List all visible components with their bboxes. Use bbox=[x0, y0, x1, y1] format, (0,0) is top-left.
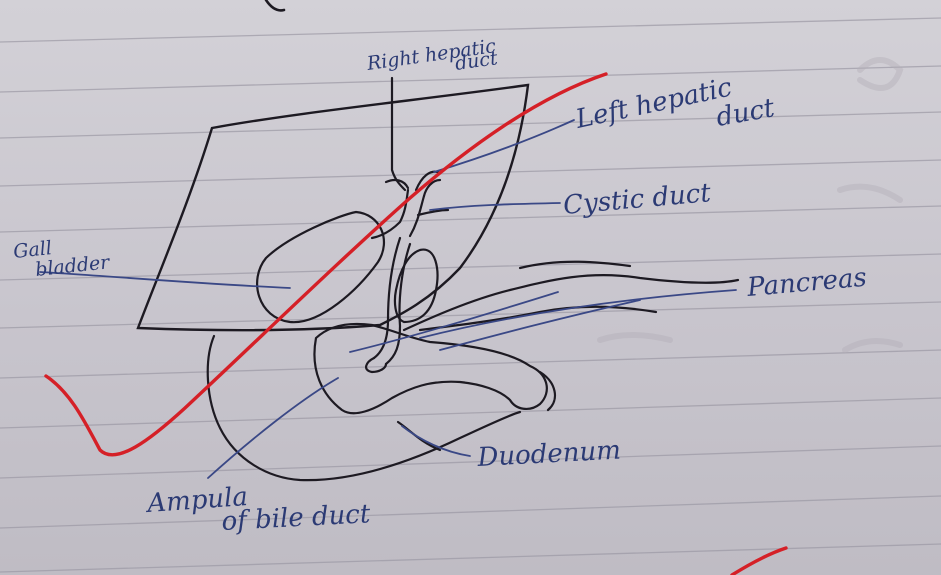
ruled-line bbox=[0, 112, 941, 138]
label-duodenum: Duodenum bbox=[476, 436, 622, 474]
ruled-line bbox=[0, 496, 941, 528]
gall-bladder-outline bbox=[257, 212, 384, 322]
ruled-line bbox=[0, 206, 941, 232]
ruled-line bbox=[0, 350, 941, 378]
pointer-ampulla bbox=[208, 378, 338, 478]
duodenum-inner bbox=[314, 324, 546, 413]
right-hepatic-duct bbox=[392, 78, 405, 190]
duodenum-outer bbox=[208, 336, 520, 480]
ruled-line bbox=[0, 446, 941, 478]
liver-outline bbox=[138, 85, 528, 330]
pancreas-upper-edge bbox=[404, 275, 738, 330]
ampulla-loop bbox=[366, 358, 386, 372]
pointer-pancreas-1 bbox=[350, 292, 558, 352]
pointer-duodenum bbox=[402, 426, 470, 456]
label-ampulla-line2: of bile duct bbox=[221, 499, 372, 537]
cystic-duct bbox=[418, 210, 448, 215]
red-tick-mark bbox=[46, 74, 606, 455]
right-hepatic-duct-inner bbox=[386, 180, 408, 188]
common-hepatic-duct-r bbox=[410, 196, 424, 236]
label-cystic-duct: Cystic duct bbox=[562, 178, 713, 221]
label-right-hepatic-line2: duct bbox=[454, 47, 500, 75]
top-partial-scribble bbox=[266, 0, 284, 10]
red-stroke-bottom bbox=[732, 548, 786, 575]
pancreas bbox=[404, 262, 738, 330]
ruled-line bbox=[0, 160, 941, 186]
pointer-pancreas-3 bbox=[440, 300, 640, 350]
ruled-line bbox=[0, 544, 941, 572]
label-left-hepatic-line1: Left hepatic bbox=[572, 72, 735, 135]
ruled-line bbox=[0, 398, 941, 428]
label-pancreas: Pancreas bbox=[745, 263, 868, 303]
